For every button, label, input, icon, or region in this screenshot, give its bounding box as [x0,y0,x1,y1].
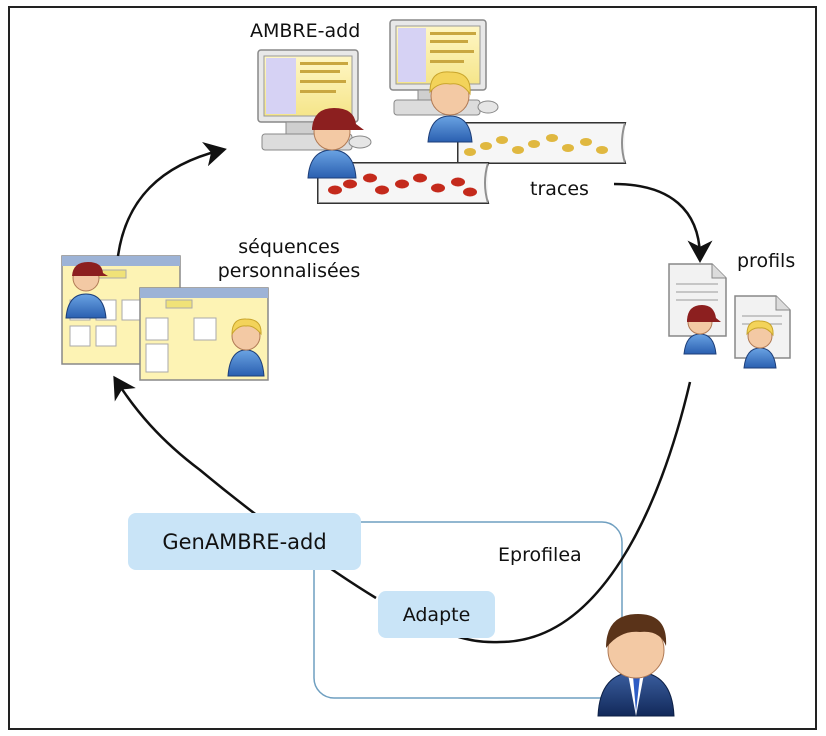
diagram-frame [8,6,817,730]
traces-label: traces [530,178,589,200]
arrow-traces-to-profils [613,182,713,263]
arrow-to-sequences [113,375,377,600]
student-blond-avatar [427,71,473,143]
profils-label: profils [737,250,796,272]
adapte-pill: Adapte [378,591,495,638]
eprofilea-label: Eprofilea [498,544,582,566]
profile-document-red-icon [668,263,727,355]
profile-document-blond-icon [734,295,791,369]
sequences-label: séquences personnalisées [214,236,364,282]
yellow-footprints-icon [464,134,608,156]
genambre-add-pill: GenAMBRE-add [128,513,361,570]
arrow-to-ambre [116,141,227,257]
sequence-window-front [139,287,269,381]
sequences-line2: personnalisées [217,260,361,282]
teacher-avatar [597,614,675,717]
red-footprints-icon [328,173,477,197]
computer-right-icon [389,19,499,116]
eprofilea-box [313,521,623,699]
sequences-line1: séquences [238,236,340,258]
ambre-add-label: AMBRE-add [250,20,361,42]
student-red-cap-avatar [307,108,364,179]
